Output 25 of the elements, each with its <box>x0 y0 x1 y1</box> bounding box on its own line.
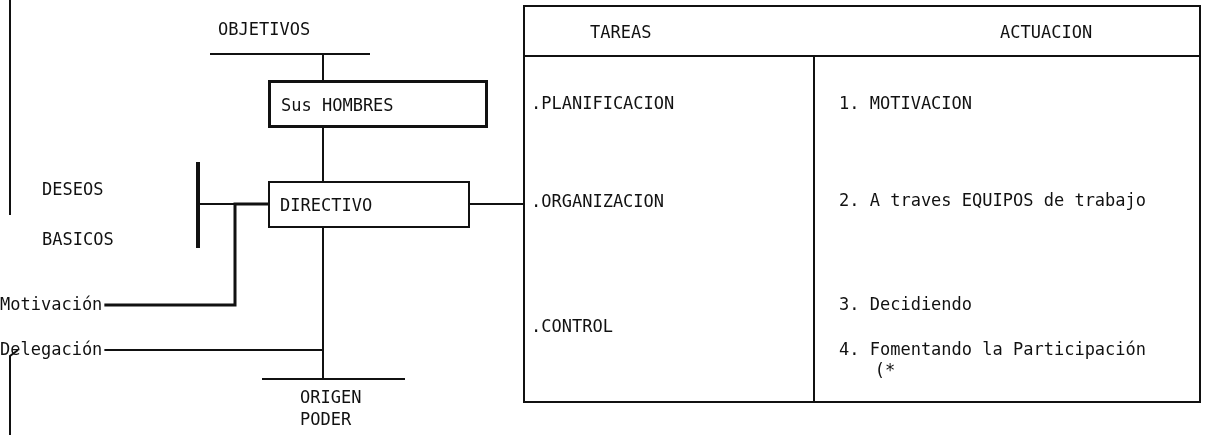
text-label: .ORGANIZACION <box>531 190 665 212</box>
text-label: DESEOS BASICOS <box>42 178 115 251</box>
connector-line <box>104 202 268 307</box>
text-label: ACTUACION <box>1000 21 1093 43</box>
text-label: .CONTROL <box>531 315 613 337</box>
process-box <box>268 80 488 128</box>
text-label: 2. A traves EQUIPOS de trabajo <box>839 190 1148 211</box>
connector-line <box>469 203 526 205</box>
text-label: Delegación <box>0 339 103 359</box>
table-box <box>523 5 1201 403</box>
text-label: .PLANIFICACION <box>531 92 675 114</box>
connector-line <box>103 349 324 379</box>
text-label: TAREAS <box>590 21 652 43</box>
text-label: 1. MOTIVACION <box>839 92 973 114</box>
text-label: 3. Decidiendo <box>839 293 973 315</box>
text-label: 4. Fomentando la Participación (* <box>839 339 1148 381</box>
text-label: Sus HOMBRES <box>281 94 394 116</box>
process-box <box>268 181 470 228</box>
text-label: DIRECTIVO <box>280 194 373 216</box>
text-label: OBJETIVOS <box>218 18 311 40</box>
text-label: Motivación <box>0 294 103 314</box>
text-label: ORIGEN PODER <box>300 386 363 430</box>
connector-line <box>322 54 324 81</box>
connector-line <box>322 127 324 182</box>
table-column <box>813 55 1201 401</box>
